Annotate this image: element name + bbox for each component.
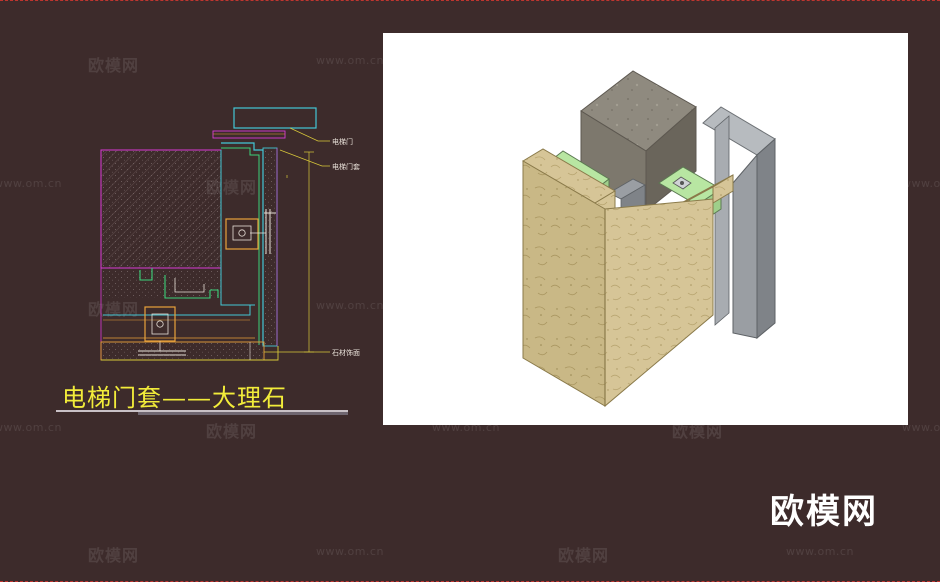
watermark-url: www.om.cn <box>316 545 384 558</box>
watermark-brand: 欧模网 <box>88 546 140 565</box>
label-stone-finish: 石材饰面 <box>332 348 360 357</box>
marble-cladding <box>522 148 734 408</box>
title-underline <box>56 410 348 415</box>
brand-logo: 欧模网 <box>770 492 878 532</box>
watermark-brand: 欧模网 <box>558 546 610 565</box>
marble-veneer <box>100 341 279 361</box>
anchor-bracket <box>225 209 276 254</box>
elevator-door-element <box>212 107 317 139</box>
door-frame-profile <box>220 142 278 347</box>
stainless-steel-frame <box>702 106 776 340</box>
leader-frame <box>279 149 330 167</box>
watermark-url: www.om.cn <box>786 545 854 558</box>
dimension-line <box>286 151 314 353</box>
render-panel <box>383 33 908 425</box>
wall-base <box>100 267 221 360</box>
cad-section-drawing: 电梯门 电梯门套 石材饰面 <box>100 107 360 361</box>
leader-door <box>289 127 330 142</box>
label-door-frame: 电梯门套 <box>332 162 360 171</box>
drawing-title: 电梯门套——大理石 <box>62 384 287 412</box>
render-3d-illustration <box>522 70 776 408</box>
concrete-core <box>580 70 697 213</box>
label-elevator-door: 电梯门 <box>332 137 353 146</box>
concrete-wall <box>100 149 222 269</box>
